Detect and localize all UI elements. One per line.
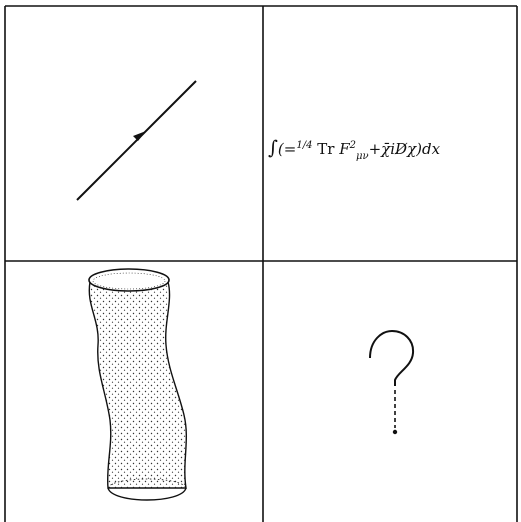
integral-sign: ∫ [268,137,278,159]
field-superscript: 2 [349,140,356,151]
chi-field: χ [407,140,417,158]
fraction-quarter: 1/4 [296,140,313,151]
question-mark-icon [369,329,415,386]
plus-sign: + [368,140,382,158]
dirac-operator: D̸ [395,140,408,158]
imaginary-unit: i [390,140,396,158]
panel-bottom-right [369,329,415,435]
tube-bottom-rim [107,487,187,501]
field-strength: F [339,140,350,158]
panel-bottom-left [88,268,187,501]
panel-top-left [76,80,197,201]
propagator-line [76,80,197,201]
close-paren: ) [416,140,423,158]
trace-symbol: Tr [317,140,335,158]
tube-top-inner [92,272,166,290]
question-mark-dot [392,429,398,435]
open-paren: ( [277,140,284,158]
arrow-head-icon [133,131,146,141]
tube-bottom-back [107,478,187,489]
chi-bar: χ̄ [381,140,391,158]
tube-top-rim [88,268,170,292]
field-subscript: μν [355,151,369,162]
measure-dx: dx [422,140,441,158]
action-formula: ∫(=1/4 Tr F2μν+χ̄iD̸χ)dx [268,137,516,162]
tube-body [88,281,187,489]
minus-sign: = [283,140,297,158]
